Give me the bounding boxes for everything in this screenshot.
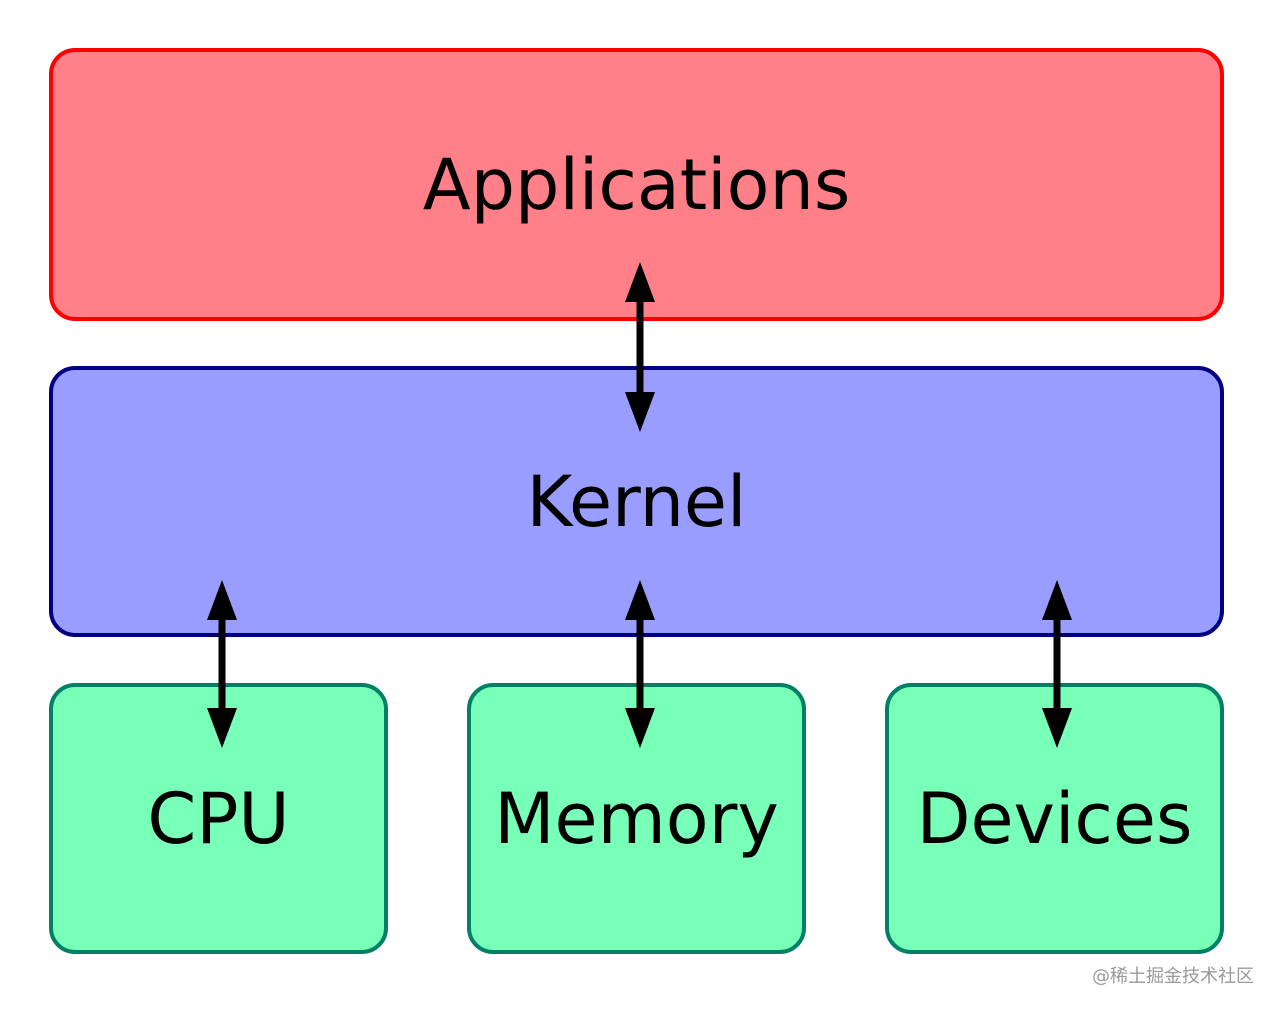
watermark: @稀土掘金技术社区 [1092, 966, 1254, 987]
cpu-label: CPU [147, 777, 290, 860]
applications-layer: Applications [49, 48, 1224, 321]
cpu-box: CPU [49, 683, 388, 954]
applications-label: Applications [422, 143, 851, 226]
devices-label: Devices [916, 777, 1193, 860]
kernel-layer: Kernel [49, 366, 1224, 637]
memory-label: Memory [494, 777, 779, 860]
memory-box: Memory [467, 683, 806, 954]
kernel-label: Kernel [526, 460, 747, 543]
devices-box: Devices [885, 683, 1224, 954]
